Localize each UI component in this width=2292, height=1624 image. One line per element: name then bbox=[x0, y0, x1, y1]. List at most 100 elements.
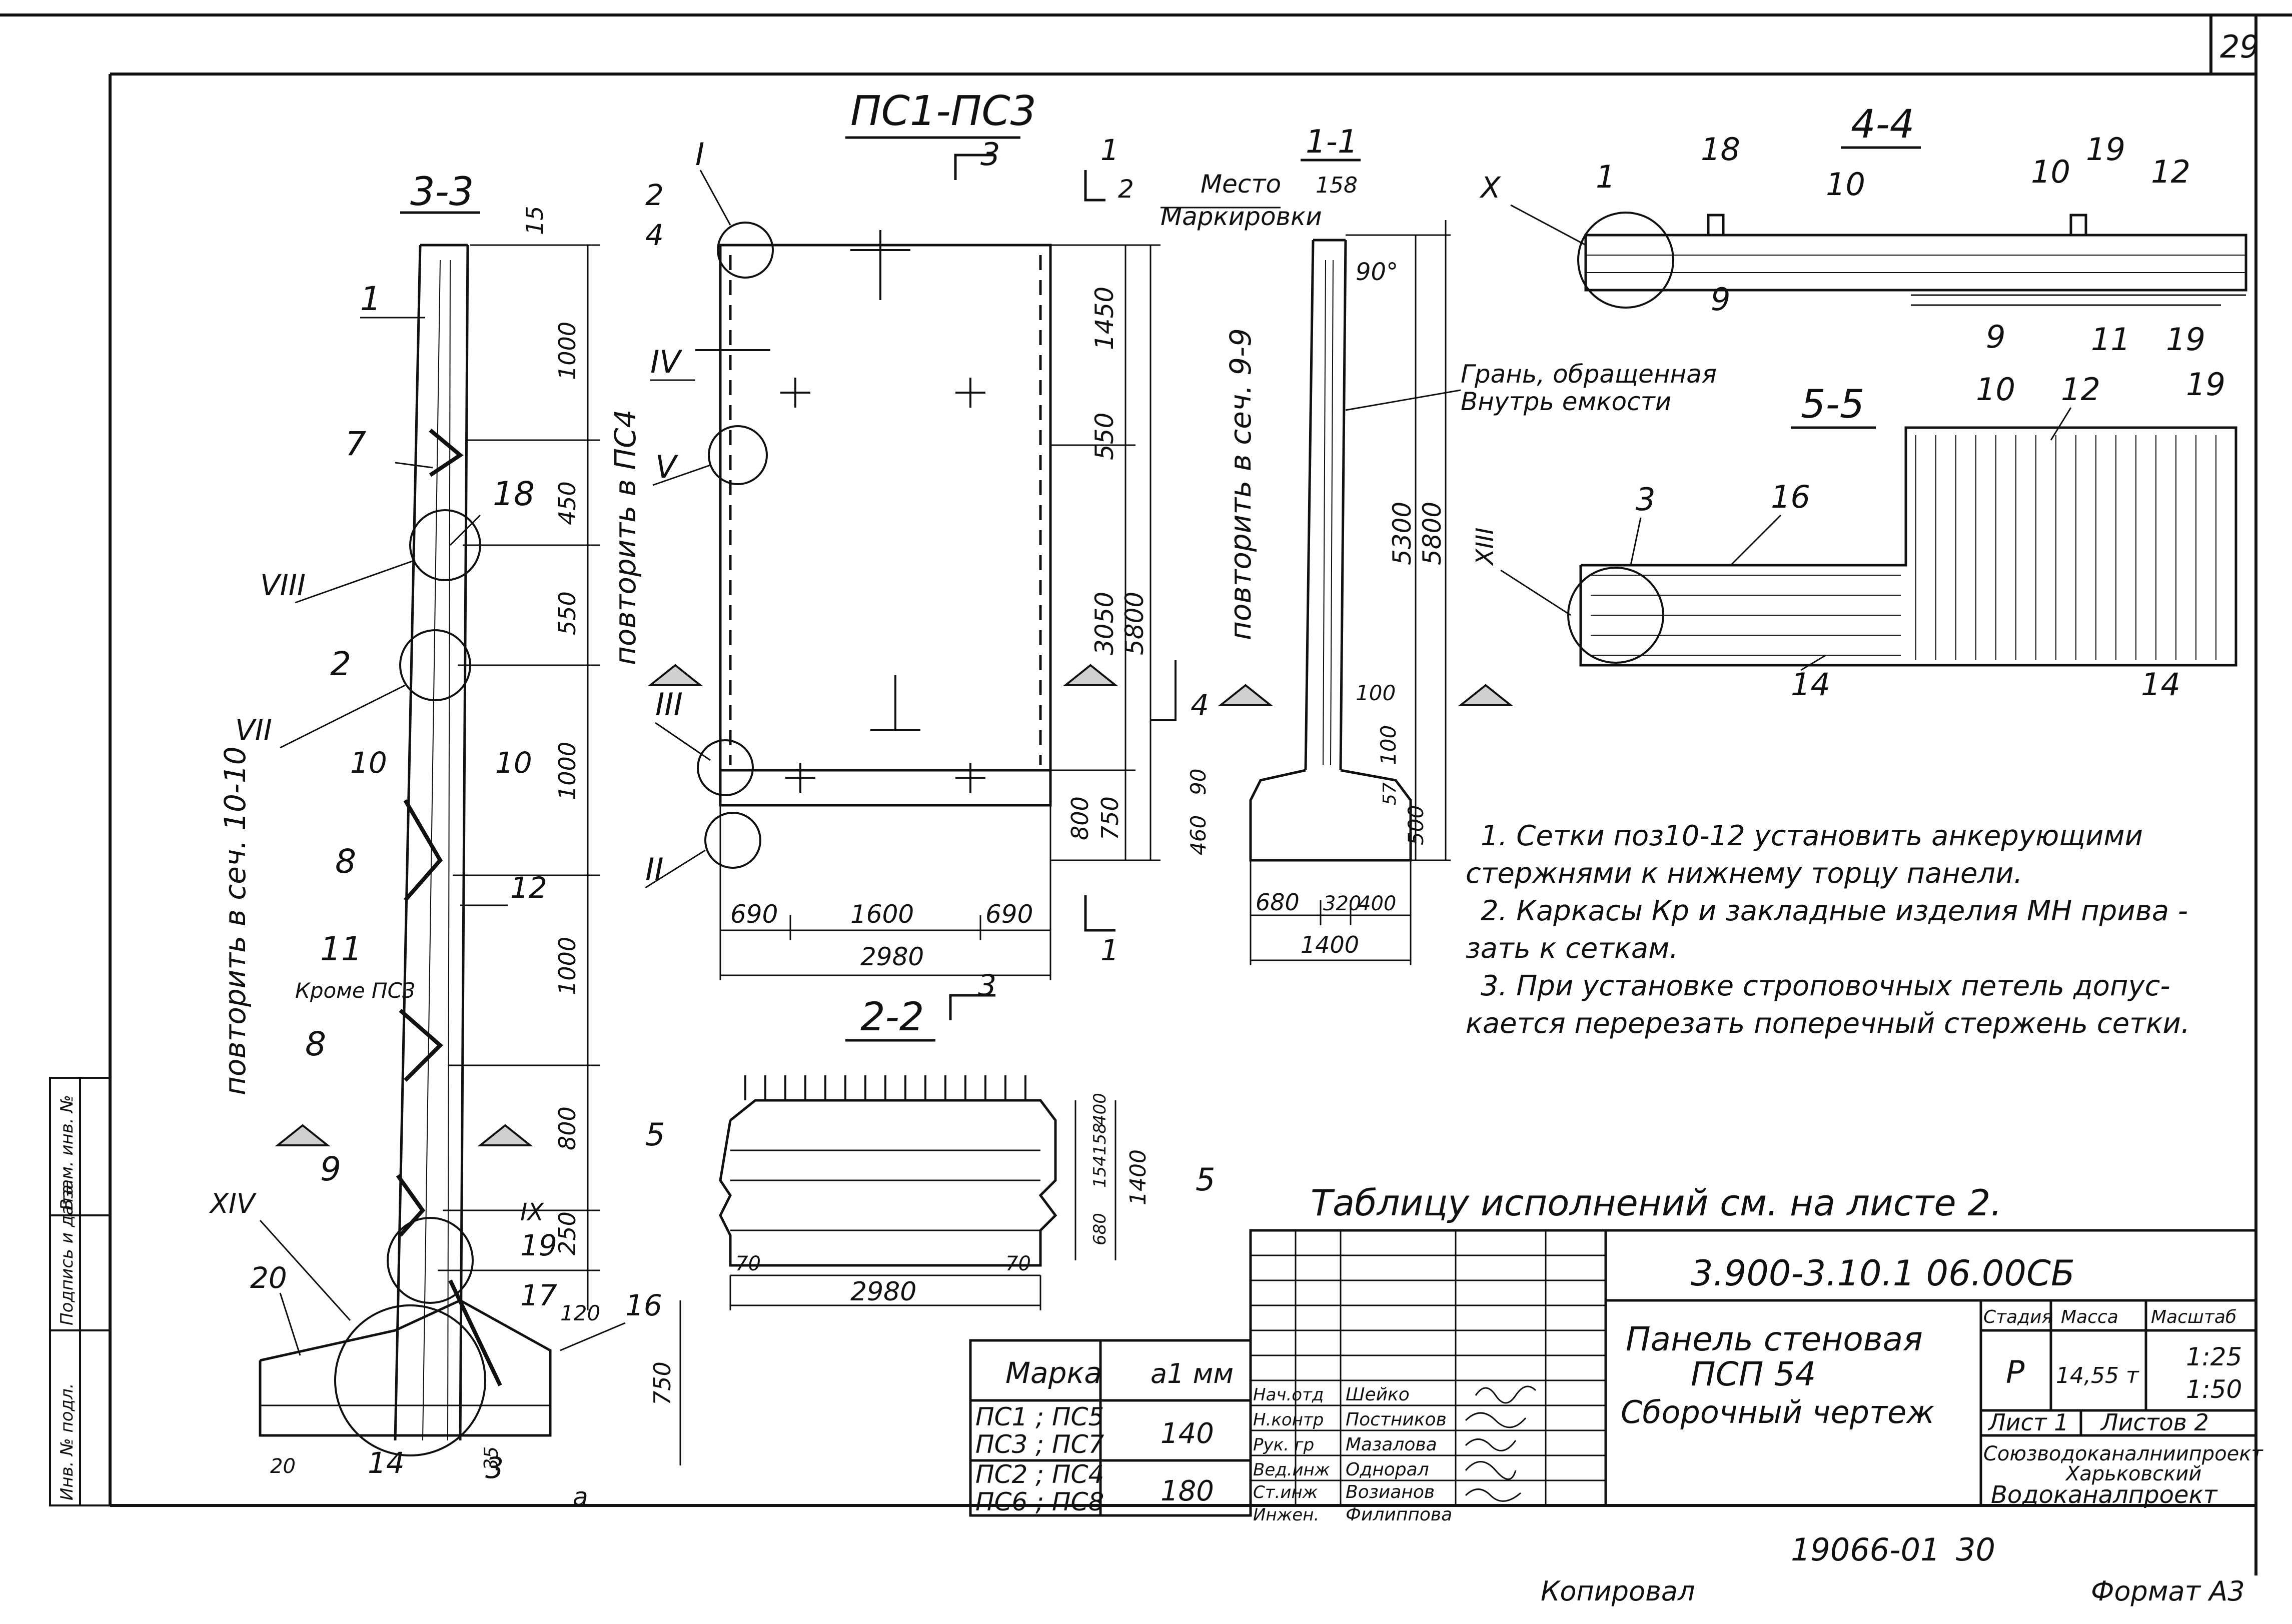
stage-value: Р bbox=[2006, 1354, 2025, 1390]
pos-7: 7 bbox=[345, 425, 366, 463]
dim-front-1450: 1450 bbox=[1090, 287, 1119, 350]
dim-100-a: 100 bbox=[1356, 681, 1396, 705]
node-XIII: XIII bbox=[1471, 528, 1499, 567]
dim-3-3-1000b: 1000 bbox=[554, 742, 581, 800]
dim-front-690-a: 690 bbox=[730, 900, 778, 929]
sig-role-5: Ст.инж bbox=[1253, 1482, 1318, 1502]
sec-1-1-top-dim: 158 bbox=[1316, 173, 1358, 198]
cut-mark-1-top: 1 bbox=[1100, 133, 1119, 167]
table-note: Таблицу исполнений см. на листе 2. bbox=[1311, 1182, 2002, 1224]
dim-100-b: 100 bbox=[1376, 725, 1401, 765]
sig-name-4: Однорал bbox=[1346, 1459, 1429, 1480]
dim-22-70-a: 70 bbox=[735, 1252, 761, 1275]
pos-10-e: 10 bbox=[1976, 371, 2015, 408]
section-4-4-title: 4-4 bbox=[1851, 102, 1914, 147]
level-marks-3-3 bbox=[275, 1124, 533, 1146]
dim-front-1600: 1600 bbox=[850, 900, 914, 929]
pos-12-a: 12 bbox=[510, 871, 547, 905]
section-2-2-marker: 3 bbox=[978, 968, 996, 1002]
dim-5300: 5300 bbox=[1388, 502, 1417, 565]
section-4-4: 4-4 X 1 18 10 9 10 19 12 9 11 19 19 bbox=[1479, 102, 2247, 358]
cut-mark-5-left: 5 bbox=[645, 1116, 665, 1153]
pos-16-a: 18 bbox=[493, 475, 535, 513]
pos-10-b: 10 bbox=[495, 746, 532, 780]
dim-22-2980: 2980 bbox=[850, 1277, 916, 1307]
stamp-replace-label: Взам. инв. № bbox=[57, 1095, 77, 1210]
face-note-1: Грань, обращенная bbox=[1461, 360, 1717, 389]
pos-17-b: 19 bbox=[2086, 131, 2125, 168]
dim-3-3-a: a bbox=[573, 1482, 588, 1511]
org-line-3: Водоканалпроект bbox=[1991, 1481, 2218, 1509]
node-IV: IV bbox=[650, 344, 683, 380]
dim-3-3-250: 250 bbox=[554, 1211, 581, 1255]
pos-11-b: 11 bbox=[2091, 321, 2130, 358]
pos-12-b: 12 bbox=[2151, 154, 2190, 190]
front-view-title: ПС1-ПС3 bbox=[850, 88, 1036, 135]
drawing-name-1: Панель стеновая bbox=[1626, 1320, 1923, 1358]
archive-number: 19066-01 bbox=[1791, 1531, 1940, 1568]
dim-22-680: 680 bbox=[1090, 1213, 1110, 1245]
dim-3-3-750: 750 bbox=[649, 1361, 676, 1405]
cut-mark-1-bottom: 1 bbox=[1100, 933, 1119, 967]
marks-row2-b: ПС6 ; ПС8 bbox=[975, 1487, 1104, 1516]
node-III: III bbox=[655, 686, 683, 723]
section-2-2-title: 2-2 bbox=[860, 995, 924, 1040]
node-XIV: XIV bbox=[209, 1188, 257, 1219]
pos-9-b: 9 bbox=[1711, 281, 1730, 318]
dim-90: 90 bbox=[1186, 769, 1211, 795]
dim-22-154: 154 bbox=[1090, 1155, 1110, 1188]
sec-1-1-repeat-note: повторить в сеч. 9-9 bbox=[1224, 328, 1258, 640]
drawing-code: 3.900-3.10.1 06.00СБ bbox=[1691, 1253, 2075, 1294]
cut-mark-2: 2 bbox=[1118, 175, 1134, 204]
sig-name-1: Шейко bbox=[1346, 1384, 1410, 1405]
page-number: 29 bbox=[2220, 29, 2259, 65]
sig-role-3: Рук. гр bbox=[1253, 1435, 1314, 1455]
sec-1-1-angle: 90° bbox=[1356, 258, 1398, 286]
drawing-name-2: ПСП 54 bbox=[1691, 1355, 1816, 1393]
dim-3-3-800: 800 bbox=[554, 1106, 581, 1150]
title-block bbox=[1249, 1229, 2257, 1507]
pos-10-d: 10 bbox=[2031, 154, 2070, 190]
pos-12-c: 12 bbox=[2061, 371, 2100, 408]
section-5-5-title: 5-5 bbox=[1801, 382, 1864, 427]
scale-value-2: 1:50 bbox=[2186, 1375, 2242, 1404]
pos-14-a: 14 bbox=[368, 1446, 405, 1480]
side-stamp bbox=[49, 1077, 111, 1506]
dim-22-158: 158 bbox=[1090, 1123, 1110, 1155]
sig-role-2: Н.контр bbox=[1253, 1410, 1324, 1430]
pos-3-a: 3 bbox=[485, 1451, 504, 1485]
dim-front-750: 750 bbox=[1096, 796, 1123, 840]
note-line-3: 2. Каркасы Кр и закладные изделия МН при… bbox=[1481, 895, 2188, 927]
pos-14-c: 14 bbox=[2141, 666, 2180, 703]
front-mark-2: 2 bbox=[645, 178, 664, 212]
pos-14-b: 14 bbox=[1791, 666, 1830, 703]
dim-3-3-35: 35 bbox=[480, 1446, 502, 1470]
pos-19-a-visible: 19 bbox=[2166, 321, 2205, 358]
scale-value-1: 1:25 bbox=[2186, 1342, 2242, 1371]
marks-row2-a1: 180 bbox=[1161, 1475, 1214, 1507]
pos-8-a: 8 bbox=[335, 842, 356, 881]
front-cut-mark: 3 bbox=[980, 136, 1000, 173]
node-I: I bbox=[695, 136, 704, 173]
dim-3-3-1000c: 1000 bbox=[554, 937, 581, 995]
stamp-inv-label: Инв. № подл. bbox=[57, 1383, 77, 1500]
pos-20: 20 bbox=[250, 1261, 287, 1295]
mass-value: 14,55 т bbox=[2056, 1363, 2139, 1388]
note-line-5: 3. При установке строповочных петель доп… bbox=[1481, 970, 2170, 1002]
pos-17-a: 19 bbox=[520, 1228, 557, 1262]
dim-680: 680 bbox=[1256, 889, 1300, 916]
dim-3-3-120: 120 bbox=[560, 1301, 600, 1325]
dim-1400: 1400 bbox=[1301, 931, 1359, 958]
marks-row1-a1: 140 bbox=[1161, 1417, 1214, 1450]
pos-3-b: 3 bbox=[1636, 481, 1655, 518]
pos-1-a: 1 bbox=[360, 280, 381, 318]
pos-1-b: 1 bbox=[1596, 159, 1615, 195]
sheets-label: Листов 2 bbox=[2100, 1409, 2209, 1436]
sig-name-5: Возианов bbox=[1346, 1482, 1435, 1502]
dim-460: 460 bbox=[1186, 815, 1211, 855]
stage-label: Стадия bbox=[1983, 1307, 2052, 1327]
sig-name-3: Мазалова bbox=[1346, 1434, 1437, 1455]
dim-front-690-b: 690 bbox=[985, 900, 1033, 929]
signature-scribbles bbox=[1465, 1385, 1537, 1502]
